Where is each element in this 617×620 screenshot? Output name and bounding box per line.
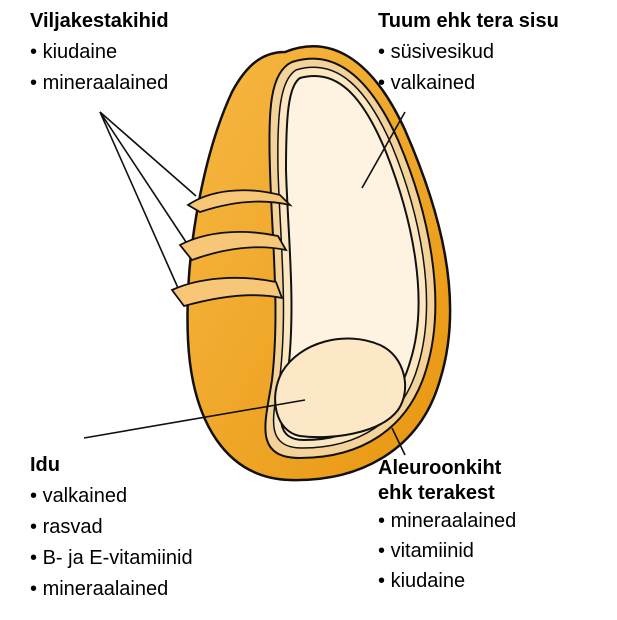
germ-item: B- ja E-vitamiinid [30,543,193,574]
germ-label: Idu valkained rasvad B- ja E-vitamiinid … [30,450,193,605]
bran-item: mineraalained [30,68,169,99]
leader-bran-1 [99,111,197,197]
aleurone-title-line2: ehk terakest [378,482,495,504]
bran-label: Viljakestakihid kiudaine mineraalained [30,6,169,99]
bran-flap-1 [186,189,293,213]
leader-endosperm [361,111,406,189]
leader-bran-3 [99,111,179,289]
aleurone-label: Aleuroonkiht ehk terakest mineraalained … [378,456,516,596]
aleurone-title-line1: Aleuroonkiht [378,457,502,479]
leader-bran-2 [99,111,187,243]
germ-shape [274,337,407,439]
aleurone-item: mineraalained [378,506,517,536]
leader-germ [83,399,306,439]
leader-aleurone [391,427,406,456]
bran-title: Viljakestakihid [30,10,169,32]
endosperm-title: Tuum ehk tera sisu [378,10,559,32]
germ-item: valkained [30,481,193,512]
bran-list: kiudaine mineraalained [30,37,169,99]
bran-item: kiudaine [30,37,169,68]
endosperm-label: Tuum ehk tera sisu süsivesikud valkained [378,6,559,99]
germ-title: Idu [30,454,60,476]
germ-item: rasvad [30,512,193,543]
aleurone-list: mineraalained vitamiinid kiudaine [378,506,517,596]
germ-list: valkained rasvad B- ja E-vitamiinid mine… [30,481,193,605]
germ-item: mineraalained [30,574,193,605]
aleurone-item: kiudaine [378,566,516,596]
bran-flap-3 [170,276,284,308]
aleurone-item: vitamiinid [378,536,516,566]
endosperm-item: süsivesikud [378,37,559,68]
bran-flap-2 [178,230,288,262]
endosperm-item: valkained [378,68,559,99]
endosperm-list: süsivesikud valkained [378,37,559,99]
